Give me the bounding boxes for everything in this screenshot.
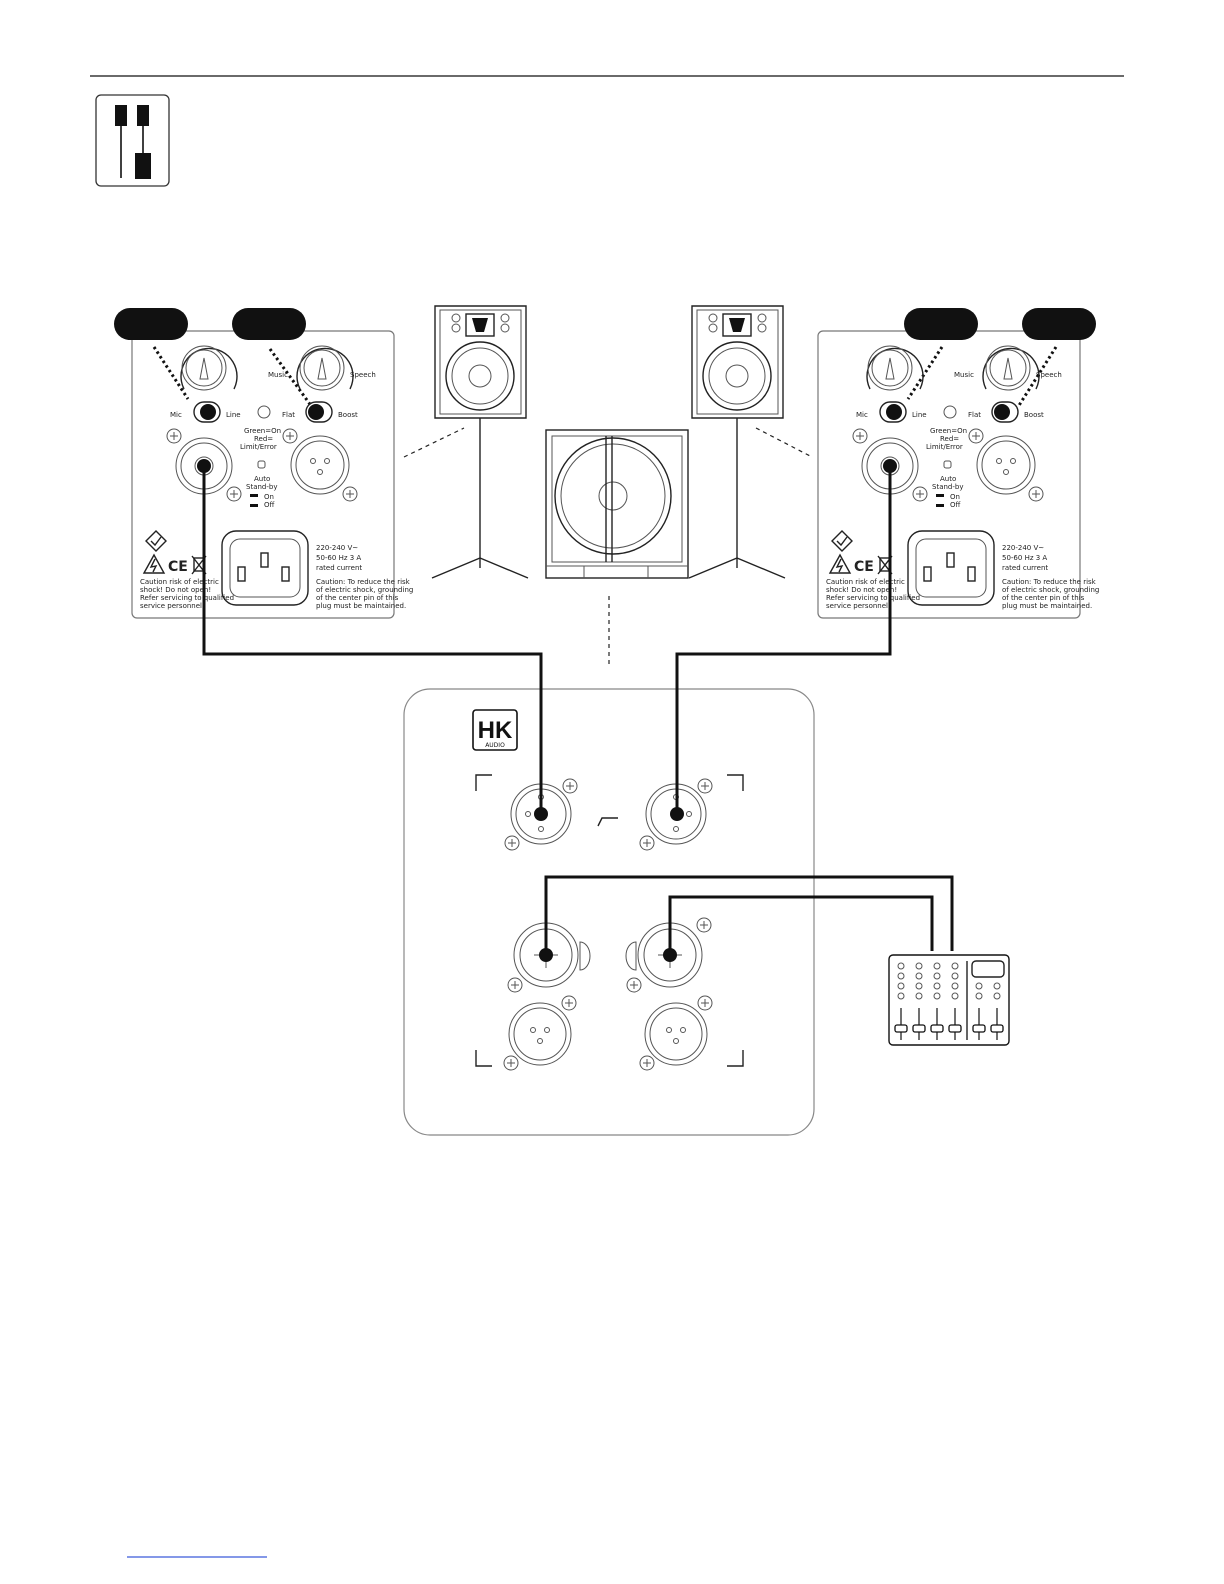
standby-auto: Auto <box>254 475 270 483</box>
plug-sub-in-left <box>539 948 553 962</box>
mixer-channel-icon <box>95 94 170 187</box>
led-legend-green: Green=On <box>930 427 967 435</box>
xlr-output-jack <box>282 428 358 502</box>
brand-logo: HK AUDIO <box>472 709 518 751</box>
standby-off: Off <box>950 501 961 509</box>
standby-label: Stand-by <box>246 483 277 491</box>
knob-speech-label: Speech <box>350 371 376 379</box>
left-speaker-on-stand <box>431 305 529 579</box>
power-spec-1: 220-240 V~ <box>316 544 358 552</box>
switch-line-label: Line <box>912 411 927 419</box>
switch-boost-label: Boost <box>338 411 358 419</box>
mixer-console <box>888 954 1010 1046</box>
caution-right-1: Caution: To reduce the risk <box>1002 578 1097 586</box>
subwoofer <box>545 429 689 579</box>
plug-sub-out-left <box>534 807 548 821</box>
standby-label: Stand-by <box>932 483 963 491</box>
standby-on: On <box>264 493 274 501</box>
led-legend-error: Limit/Error <box>926 443 963 451</box>
caution-left-4: service personnel. <box>140 602 204 610</box>
plug-right-satellite <box>883 459 897 473</box>
knob-music-label: Music <box>268 371 288 379</box>
power-spec-2: 50-60 Hz 3 A <box>1002 554 1047 562</box>
switch-boost-label: Boost <box>1024 411 1044 419</box>
gain-knob <box>866 345 924 391</box>
caution-right-2: of electric shock, grounding <box>316 586 413 594</box>
standby-on: On <box>950 493 960 501</box>
gain-knob <box>180 345 238 391</box>
caution-right-1: Caution: To reduce the risk <box>316 578 411 586</box>
warning-triangle-icon <box>828 553 852 574</box>
caution-left-4: service personnel. <box>826 602 890 610</box>
caution-right-3: of the center pin of this <box>316 594 399 602</box>
eq-knob <box>296 345 354 391</box>
right-satellite-panel: Music Speech Mic Line Flat Boost Green=O… <box>817 308 1099 619</box>
caution-right-4: plug must be maintained. <box>1002 602 1092 610</box>
flat-boost-switch <box>308 404 324 420</box>
standby-auto: Auto <box>940 475 956 483</box>
status-led <box>257 405 271 419</box>
knob-speech-label: Speech <box>1036 371 1062 379</box>
callout-pill <box>904 308 978 340</box>
led-legend-green: Green=On <box>244 427 281 435</box>
caution-left-1: Caution risk of electric <box>140 578 219 586</box>
input-xlr-left <box>503 995 577 1071</box>
compliance-mark-icon <box>145 530 167 552</box>
switch-mic-label: Mic <box>170 411 182 419</box>
leader-line <box>403 427 465 458</box>
logo-main-text: HK <box>478 717 513 744</box>
status-led <box>943 405 957 419</box>
callout-pill <box>114 308 188 340</box>
left-satellite-panel: Music Speech Mic Line Flat Boost Green=O… <box>114 308 413 619</box>
standby-off: Off <box>264 501 275 509</box>
mic-line-switch <box>200 404 216 420</box>
caution-left-1: Caution risk of electric <box>826 578 905 586</box>
power-spec-2: 50-60 Hz 3 A <box>316 554 361 562</box>
caution-left-3: Refer servicing to qualified <box>140 594 234 602</box>
knob-music-label: Music <box>954 371 974 379</box>
power-inlet <box>221 530 309 606</box>
switch-mic-label: Mic <box>856 411 868 419</box>
cable-mixer-right <box>668 895 934 955</box>
plug-sub-out-right <box>670 807 684 821</box>
logo-sub-text: AUDIO <box>485 742 505 749</box>
ce-mark-icon: CE <box>168 559 188 575</box>
plug-left-satellite <box>197 459 211 473</box>
caution-left-2: shock! Do not open! <box>826 586 897 594</box>
subwoofer-rear-panel: HK AUDIO <box>403 688 815 1136</box>
right-speaker-on-stand <box>688 305 786 579</box>
ce-mark-icon: CE <box>854 559 874 575</box>
mic-line-switch <box>886 404 902 420</box>
switch-line-label: Line <box>226 411 241 419</box>
power-spec-1: 220-240 V~ <box>1002 544 1044 552</box>
caution-left-3: Refer servicing to qualified <box>826 594 920 602</box>
caution-right-2: of electric shock, grounding <box>1002 586 1099 594</box>
led-legend-red: Red= <box>940 435 959 443</box>
switch-flat-label: Flat <box>968 411 981 419</box>
power-inlet <box>907 530 995 606</box>
switch-flat-label: Flat <box>282 411 295 419</box>
eq-knob <box>982 345 1040 391</box>
cable-left-satellite <box>202 466 543 814</box>
led-legend-red: Red= <box>254 435 273 443</box>
plug-sub-in-right <box>663 948 677 962</box>
power-spec-3: rated current <box>1002 564 1048 572</box>
xlr-output-jack <box>968 428 1044 502</box>
input-xlr-right <box>639 995 713 1071</box>
caution-right-4: plug must be maintained. <box>316 602 406 610</box>
led-legend-error: Limit/Error <box>240 443 277 451</box>
callout-pill <box>1022 308 1096 340</box>
callout-pill <box>232 308 306 340</box>
cable-mixer-left <box>544 875 954 955</box>
caution-left-2: shock! Do not open! <box>140 586 211 594</box>
caution-right-3: of the center pin of this <box>1002 594 1085 602</box>
cable-right-satellite <box>675 466 892 814</box>
flat-boost-switch <box>994 404 1010 420</box>
leader-line <box>755 427 813 458</box>
power-spec-3: rated current <box>316 564 362 572</box>
compliance-mark-icon <box>831 530 853 552</box>
warning-triangle-icon <box>142 553 166 574</box>
